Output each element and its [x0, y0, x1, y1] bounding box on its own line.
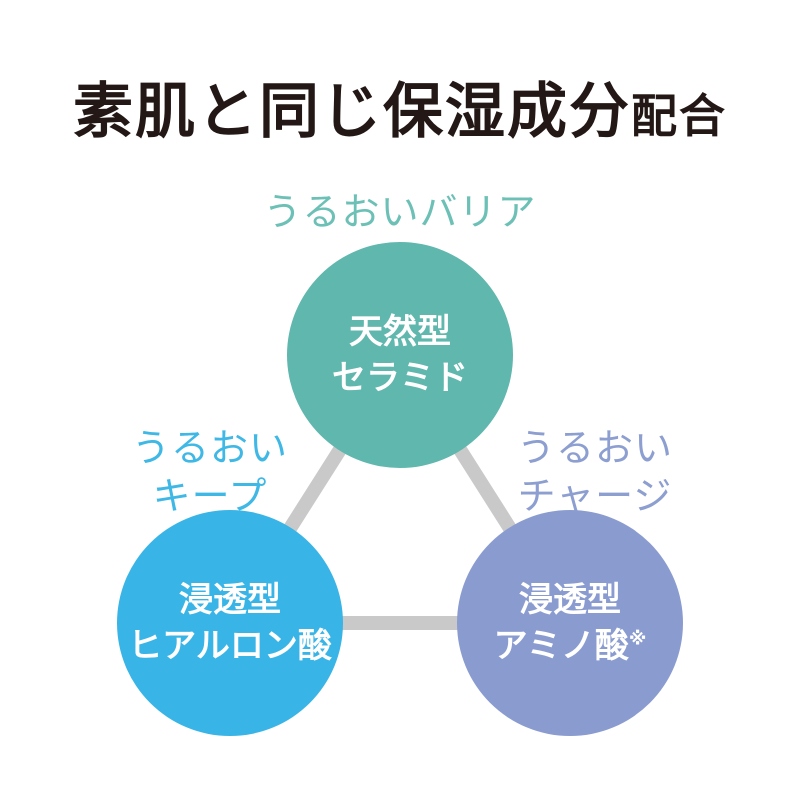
- page-title: 素肌と同じ保湿成分配合: [0, 82, 800, 142]
- label-left-line1: うるおい: [131, 426, 288, 470]
- title-main: 素肌と同じ保湿成分: [73, 77, 631, 147]
- label-right-line2: チャージ: [517, 474, 673, 518]
- amino-line2: アミノ酸: [493, 626, 629, 666]
- label-right-line1: うるおい: [516, 426, 673, 470]
- label-top-text: うるおいバリア: [263, 190, 537, 234]
- amino-acid-circle: 浸透型 アミノ酸※: [457, 510, 683, 736]
- hyaluronic-line1: 浸透型: [179, 580, 281, 620]
- title-suffix: 配合: [631, 89, 727, 143]
- amino-line2-wrap: アミノ酸※: [494, 623, 647, 669]
- amino-line1: 浸透型: [519, 580, 621, 620]
- ceramide-line2: セラミド: [332, 358, 468, 398]
- hyaluronic-line2: ヒアルロン酸: [128, 626, 332, 666]
- hyaluronic-acid-circle: 浸透型 ヒアルロン酸: [117, 510, 343, 736]
- ceramide-line1: 天然型: [349, 312, 451, 352]
- label-moisture-charge: うるおい チャージ: [475, 424, 715, 520]
- ceramide-circle: 天然型 セラミド: [287, 242, 513, 468]
- footnote-mark: ※: [628, 628, 647, 650]
- label-moisture-barrier: うるおいバリア: [0, 188, 800, 236]
